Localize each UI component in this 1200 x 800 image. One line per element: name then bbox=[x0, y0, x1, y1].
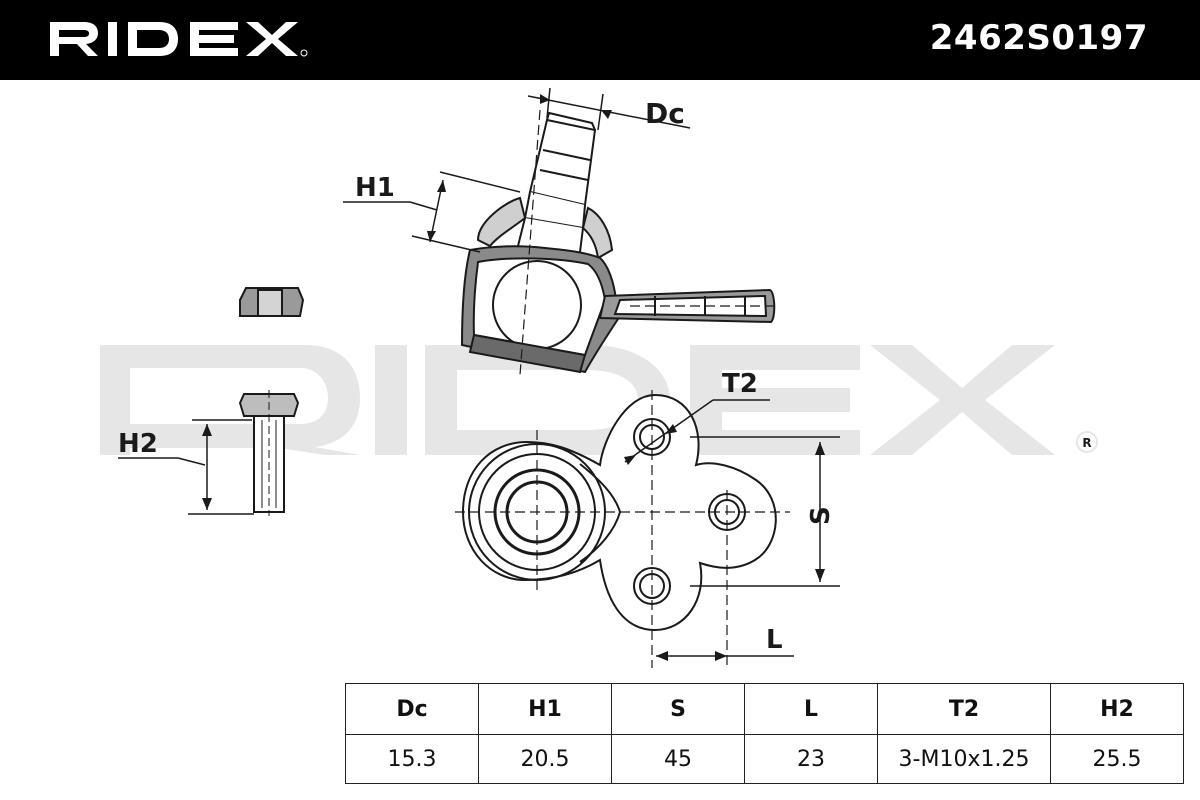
col-l-header: L bbox=[744, 683, 878, 735]
value-t2: 3-M10x1.25 bbox=[877, 734, 1051, 784]
part-number: 2462S0197 bbox=[929, 18, 1148, 58]
col-dc-header: Dc bbox=[345, 683, 479, 735]
h2-label: H2 bbox=[118, 429, 158, 459]
h2-dimension bbox=[118, 419, 254, 515]
dc-dimension bbox=[527, 87, 691, 131]
spec-value-row: 15.3 20.5 45 23 3-M10x1.25 25.5 bbox=[345, 734, 1184, 784]
svg-text:R: R bbox=[1082, 436, 1091, 450]
watermark-logo: R bbox=[100, 345, 1098, 455]
h1-label: H1 bbox=[355, 173, 395, 203]
l-dimension bbox=[656, 651, 794, 661]
s-dimension bbox=[690, 436, 840, 587]
dc-label: Dc bbox=[645, 97, 685, 130]
spec-header-row: Dc H1 S L T2 H2 bbox=[345, 683, 1184, 735]
spec-table: Dc H1 S L T2 H2 15.3 20.5 45 23 3-M10x1.… bbox=[345, 683, 1184, 784]
h1-dimension bbox=[343, 171, 521, 253]
t2-label: T2 bbox=[722, 369, 758, 399]
col-h2-header: H2 bbox=[1050, 683, 1184, 735]
ball-joint-side-view bbox=[460, 109, 780, 376]
value-l: 23 bbox=[744, 734, 878, 784]
nut-icon bbox=[239, 287, 305, 317]
value-h2: 25.5 bbox=[1050, 734, 1184, 784]
l-label: L bbox=[766, 625, 783, 655]
ridex-logo bbox=[50, 22, 308, 57]
t2-dimension bbox=[624, 399, 770, 465]
value-dc: 15.3 bbox=[345, 734, 479, 784]
header-bar: 2462S0197 bbox=[0, 0, 1200, 80]
value-s: 45 bbox=[611, 734, 745, 784]
col-h1-header: H1 bbox=[478, 683, 612, 735]
s-label: S bbox=[806, 506, 836, 525]
bolt-icon bbox=[238, 390, 300, 516]
value-h1: 20.5 bbox=[478, 734, 612, 784]
col-s-header: S bbox=[611, 683, 745, 735]
technical-drawing: R Dc bbox=[100, 87, 1098, 668]
col-t2-header: T2 bbox=[877, 683, 1051, 735]
center-lines bbox=[455, 390, 790, 668]
